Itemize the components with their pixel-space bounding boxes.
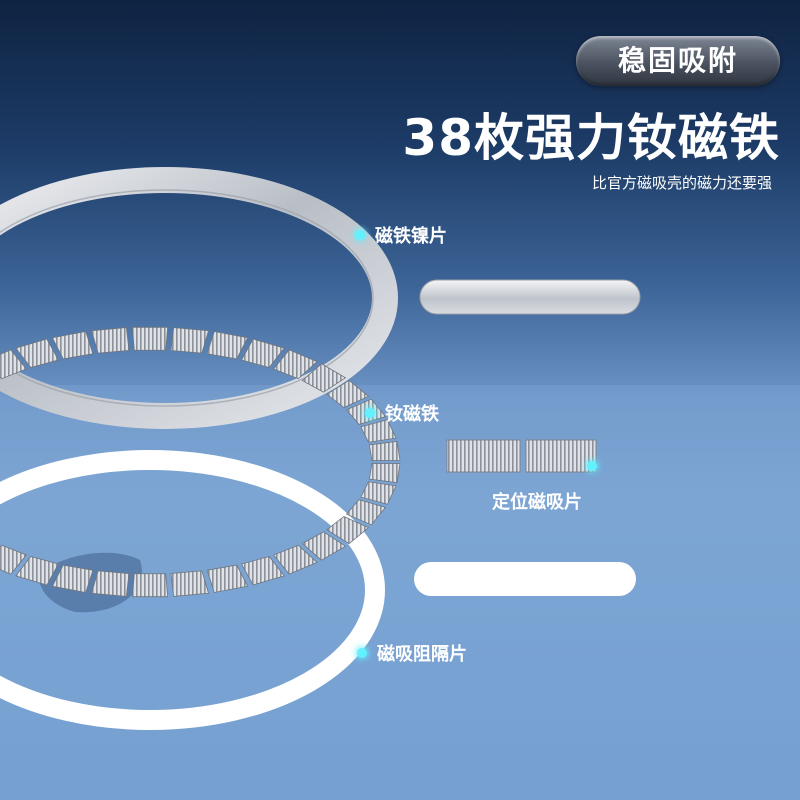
callout-nickel-sheet: 磁铁镍片	[355, 222, 447, 248]
callout-label: 磁吸阻隔片	[377, 644, 467, 665]
magnet-segment	[301, 363, 347, 393]
magnet-segment	[360, 481, 397, 505]
isolation-pill	[414, 562, 636, 596]
nickel-pill	[419, 279, 641, 315]
magnet-segment	[15, 338, 59, 368]
callout-positioning-sheet: 定位磁吸片	[492, 488, 582, 514]
magnet-segment	[0, 349, 28, 380]
magnet-segment	[301, 531, 347, 561]
nickel-ring	[0, 167, 398, 429]
magnet-segment	[206, 564, 249, 593]
callout-dot	[355, 230, 365, 240]
magnet-segment	[51, 331, 94, 360]
magnet-segment	[131, 326, 169, 351]
magnet-segment	[0, 544, 28, 575]
magnet-segment	[241, 338, 285, 368]
magnet-segment	[272, 349, 318, 380]
feature-badge: 稳固吸附	[576, 36, 780, 86]
magnet-segment	[15, 556, 59, 586]
page-subtitle: 比官方磁吸壳的磁力还要强	[591, 174, 772, 192]
callout-label: 定位磁吸片	[492, 492, 582, 513]
magnet-segment	[368, 440, 401, 462]
magnet-segment	[360, 419, 397, 443]
magnet-segment	[170, 327, 209, 354]
magnet-segment	[272, 544, 318, 575]
callout-ndfeb-magnet: 钕磁铁	[365, 400, 439, 426]
isolation-ring	[0, 450, 385, 730]
magnet-segment	[368, 462, 401, 484]
page-title: 38枚强力钕磁铁	[402, 109, 780, 167]
positioning-magnets	[446, 439, 597, 473]
magnet-segment	[345, 499, 387, 526]
magnet-ring	[0, 326, 401, 598]
magnet-segment	[206, 331, 249, 360]
callout-isolation-sheet: 磁吸阻隔片	[357, 640, 467, 666]
callout-dot	[365, 408, 375, 418]
callout-label: 磁铁镍片	[375, 226, 447, 247]
magnet-segment	[170, 570, 209, 597]
magnet-segment	[326, 379, 370, 408]
magnet-segment	[241, 556, 285, 586]
callout-dot	[357, 648, 367, 658]
callout-dot	[587, 461, 597, 471]
magnet-segment	[51, 564, 94, 593]
magnet-segment	[91, 570, 130, 597]
magnet-segment	[91, 327, 130, 354]
magnet-segment	[131, 573, 169, 598]
callout-label: 钕磁铁	[385, 404, 439, 425]
magnet-segment	[326, 516, 370, 545]
